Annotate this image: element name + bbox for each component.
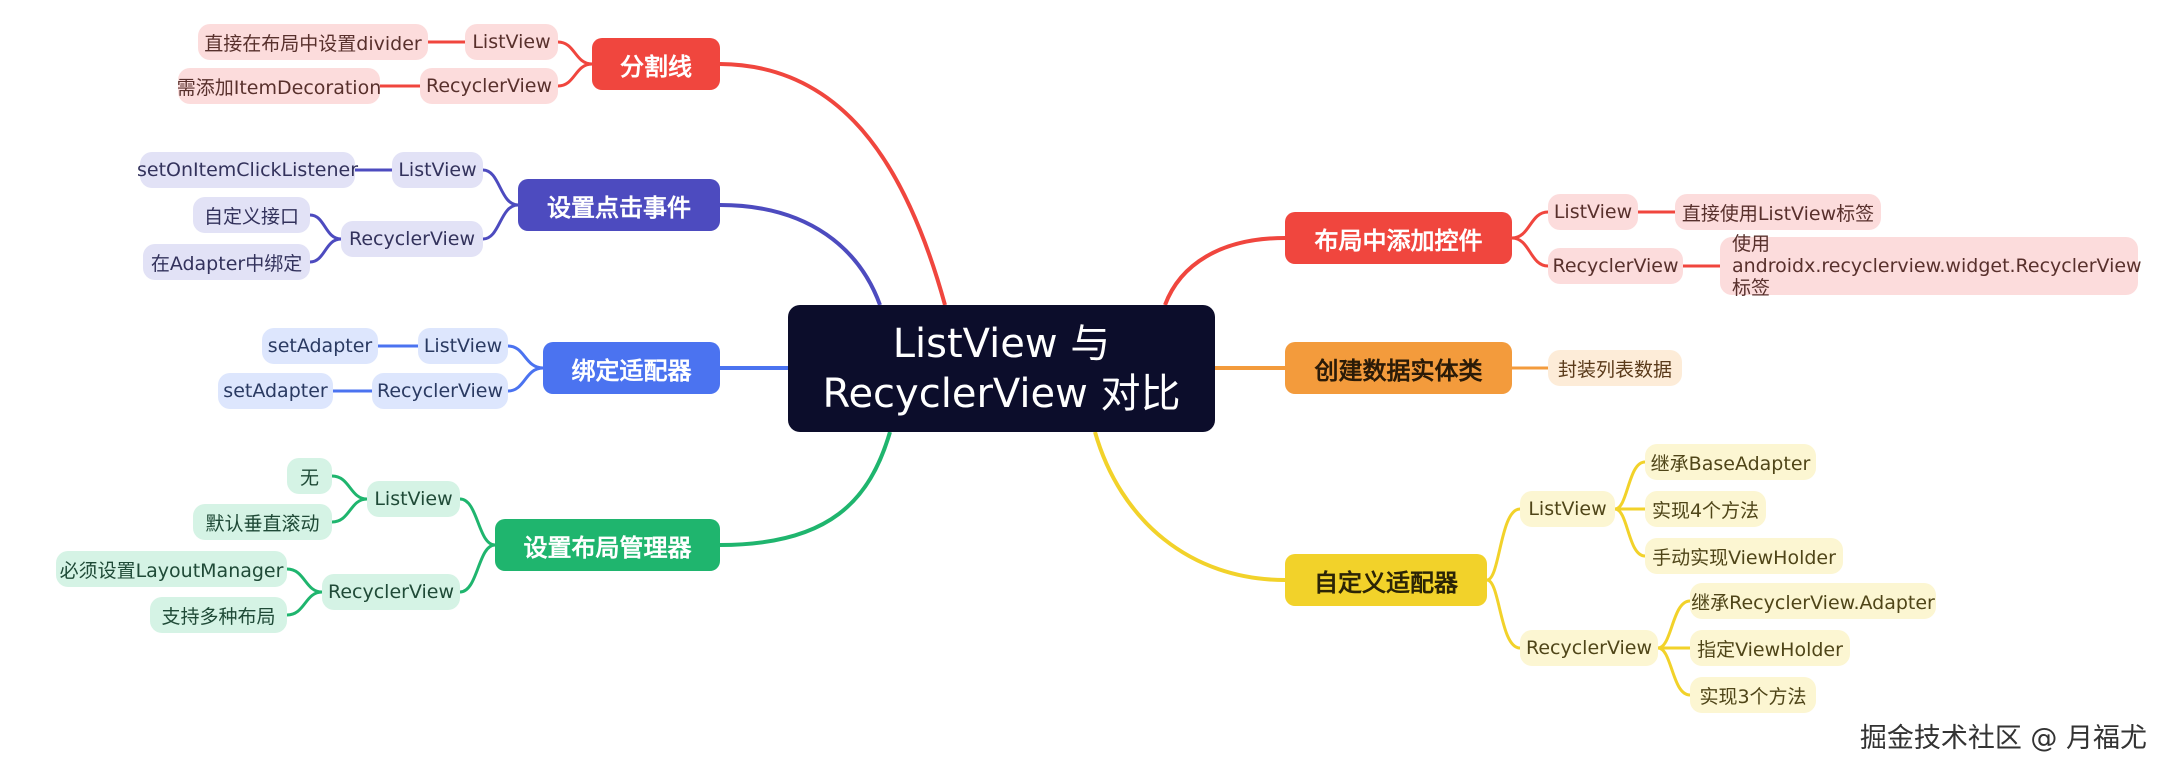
topic-divider[interactable]: 分割线 — [592, 38, 720, 90]
connector-center-adapter — [1093, 431, 1286, 582]
addwidget-listview[interactable]: ListView — [1548, 194, 1638, 230]
connector-adapter-rv-leaf3 — [1657, 646, 1691, 697]
central-topic[interactable]: ListView 与 RecyclerView 对比 — [788, 305, 1215, 432]
click-listview-leaf[interactable]: setOnItemClickListener — [137, 152, 358, 188]
connector-divider-lv — [557, 40, 593, 66]
layout-listview[interactable]: ListView — [367, 481, 460, 517]
connector-adapter-rv — [1486, 578, 1521, 650]
adapter-recyclerview[interactable]: RecyclerView — [1520, 630, 1658, 666]
topic-add-widget[interactable]: 布局中添加控件 — [1285, 212, 1512, 264]
adapter-listview-leaf1[interactable]: 继承BaseAdapter — [1645, 444, 1816, 480]
watermark-text: 掘金技术社区 @ 月福尤 — [1859, 723, 2147, 754]
connector-layout-lv-leaf1 — [331, 474, 368, 501]
adapter-listview[interactable]: ListView — [1520, 491, 1615, 527]
click-listview[interactable]: ListView — [392, 152, 483, 188]
topic-bind-adapter[interactable]: 绑定适配器 — [543, 342, 720, 394]
entity-leaf[interactable]: 封装列表数据 — [1548, 350, 1682, 386]
adapter-listview-leaf2[interactable]: 实现4个方法 — [1645, 491, 1766, 527]
connector-bind-rv — [507, 366, 544, 393]
topic-layout-manager[interactable]: 设置布局管理器 — [495, 519, 720, 571]
central-topic-line1: ListView 与 — [892, 320, 1111, 367]
connector-divider-rv — [557, 62, 593, 88]
divider-recyclerview-leaf[interactable]: 需添加ItemDecoration — [177, 68, 381, 104]
bind-listview-leaf[interactable]: setAdapter — [262, 328, 378, 364]
click-recyclerview-leaf1[interactable]: 自定义接口 — [193, 197, 310, 233]
connector-layout-lv — [459, 497, 496, 547]
topic-data-entity[interactable]: 创建数据实体类 — [1285, 342, 1512, 394]
central-topic-line2: RecyclerView 对比 — [822, 370, 1181, 417]
connector-layout-lv-leaf2 — [331, 497, 368, 524]
layout-listview-leaf2[interactable]: 默认垂直滚动 — [193, 504, 332, 540]
adapter-listview-leaf3[interactable]: 手动实现ViewHolder — [1645, 538, 1843, 574]
layout-recyclerview-leaf2[interactable]: 支持多种布局 — [150, 597, 287, 633]
divider-listview[interactable]: ListView — [465, 24, 558, 60]
bind-recyclerview[interactable]: RecyclerView — [372, 373, 508, 409]
divider-listview-leaf[interactable]: 直接在布局中设置divider — [198, 24, 428, 60]
connector-layout-rv — [459, 543, 496, 594]
layout-recyclerview-leaf1[interactable]: 必须设置LayoutManager — [56, 551, 287, 587]
connector-click-lv — [482, 168, 519, 207]
connector-addwidget-lv — [1511, 210, 1549, 240]
addwidget-recyclerview-leaf[interactable]: 使用androidx.recyclerview.widget.RecyclerV… — [1720, 233, 2142, 299]
connector-addwidget-rv — [1511, 236, 1549, 268]
adapter-recyclerview-leaf1[interactable]: 继承RecyclerView.Adapter — [1690, 583, 1936, 619]
divider-recyclerview[interactable]: RecyclerView — [420, 68, 558, 104]
connector-adapter-lv-leaf3 — [1614, 507, 1646, 558]
connector-center-divider — [719, 62, 947, 306]
layout-listview-leaf1[interactable]: 无 — [287, 458, 332, 494]
connector-layout-rv-leaf1 — [286, 567, 323, 594]
connector-click-rv-leaf1 — [309, 213, 342, 241]
connector-center-click — [719, 203, 882, 306]
addwidget-listview-leaf[interactable]: 直接使用ListView标签 — [1675, 194, 1881, 230]
connector-center-layout — [719, 431, 892, 547]
connector-adapter-lv-leaf1 — [1614, 460, 1646, 511]
topic-custom-adapter[interactable]: 自定义适配器 — [1285, 554, 1487, 606]
adapter-recyclerview-leaf2[interactable]: 指定ViewHolder — [1690, 630, 1850, 666]
topic-click-event[interactable]: 设置点击事件 — [518, 179, 720, 231]
connector-center-addwidget — [1163, 236, 1286, 306]
layout-recyclerview[interactable]: RecyclerView — [322, 574, 460, 610]
addwidget-recyclerview[interactable]: RecyclerView — [1548, 248, 1683, 284]
connector-adapter-lv — [1486, 507, 1521, 582]
connector-bind-lv — [507, 344, 544, 370]
click-recyclerview[interactable]: RecyclerView — [341, 221, 483, 257]
connector-click-rv — [482, 203, 519, 241]
bind-listview[interactable]: ListView — [418, 328, 508, 364]
connector-adapter-rv-leaf1 — [1657, 599, 1691, 650]
connector-layout-rv-leaf2 — [286, 590, 323, 617]
adapter-recyclerview-leaf3[interactable]: 实现3个方法 — [1690, 677, 1816, 713]
click-recyclerview-leaf2[interactable]: 在Adapter中绑定 — [143, 244, 310, 280]
connector-click-rv-leaf2 — [309, 237, 342, 264]
bind-recyclerview-leaf[interactable]: setAdapter — [218, 373, 333, 409]
